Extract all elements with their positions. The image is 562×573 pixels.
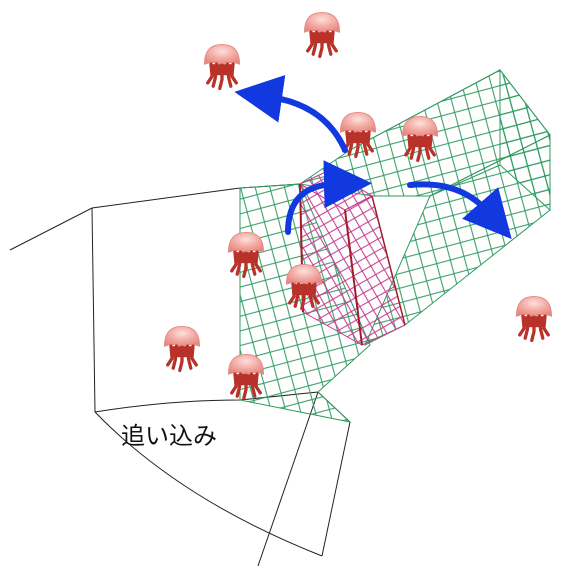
jellyfish-icon xyxy=(202,42,242,91)
jellyfish-icon xyxy=(514,294,554,343)
jellyfish-icon xyxy=(226,230,266,279)
outer-net xyxy=(239,68,551,423)
inner-net xyxy=(298,169,406,346)
jellyfish-icon xyxy=(400,114,440,163)
jellyfish-icon xyxy=(226,352,266,401)
escape-arrows xyxy=(234,74,512,240)
curved-arrow-icon xyxy=(234,74,348,153)
curved-arrow-icon xyxy=(285,160,372,235)
curved-arrow-icon xyxy=(407,181,512,240)
jellyfish-icon xyxy=(284,262,324,311)
drive-in-label: 追い込み xyxy=(121,422,217,450)
jellyfish-icon xyxy=(162,324,202,373)
jellyfish-icon xyxy=(302,10,342,59)
